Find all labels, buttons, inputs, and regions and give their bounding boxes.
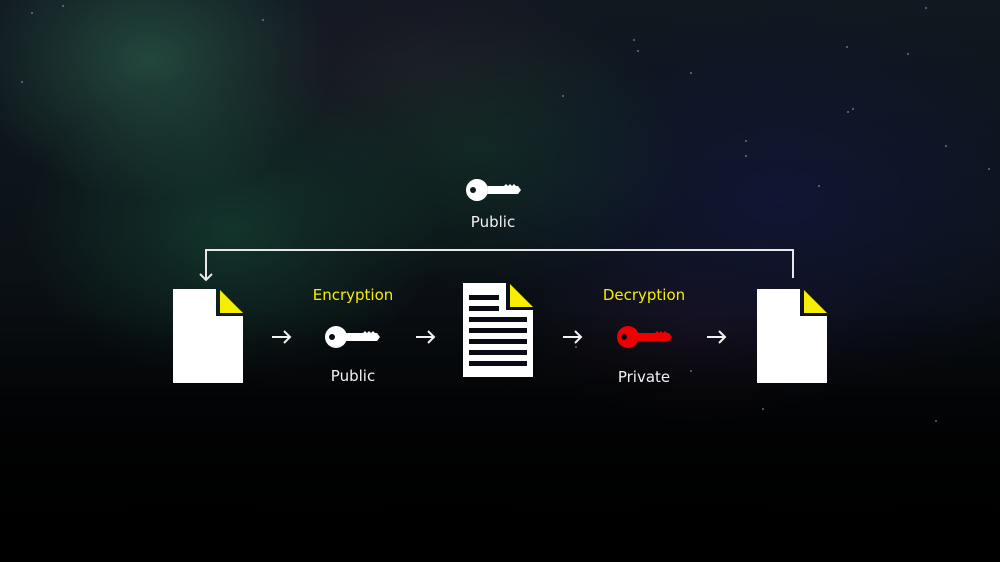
key-icon <box>466 178 521 202</box>
star <box>745 155 747 157</box>
star <box>852 108 854 110</box>
top-key-label: Public <box>470 213 516 231</box>
star <box>62 5 64 7</box>
star <box>847 111 849 113</box>
star <box>762 408 764 410</box>
star <box>907 53 909 55</box>
document-text-icon <box>463 283 533 377</box>
star <box>818 185 820 187</box>
star <box>637 50 639 52</box>
decryption-key-label: Private <box>617 368 671 386</box>
ciphertext-document <box>463 283 533 377</box>
star <box>945 145 947 147</box>
star <box>988 168 990 170</box>
encryption-public-key <box>325 326 381 348</box>
decrypted-document <box>757 289 827 383</box>
feedback-connector-line <box>205 249 794 251</box>
arrow-right-icon <box>706 329 728 345</box>
encryption-key-label: Public <box>330 367 376 385</box>
decryption-private-key <box>617 326 673 348</box>
star <box>690 370 692 372</box>
star <box>935 420 937 422</box>
arrow-right-icon <box>562 329 584 345</box>
arrow-right-icon <box>271 329 293 345</box>
star <box>562 95 564 97</box>
arrow-right-icon <box>415 329 437 345</box>
key-icon <box>617 326 672 348</box>
star <box>31 12 33 14</box>
key-icon <box>325 326 380 348</box>
star <box>846 46 848 48</box>
star <box>745 140 747 142</box>
document-blank-icon <box>757 289 827 383</box>
star <box>690 72 692 74</box>
star <box>925 7 927 9</box>
encryption-label: Encryption <box>312 286 394 304</box>
star <box>575 346 577 348</box>
feedback-connector-right <box>792 249 794 278</box>
star <box>21 81 23 83</box>
feedback-connector-left <box>205 249 207 279</box>
down-arrow-icon <box>198 268 214 282</box>
top-public-key <box>466 178 522 202</box>
decryption-label: Decryption <box>602 286 686 304</box>
star <box>633 39 635 41</box>
star <box>262 19 264 21</box>
plaintext-document <box>173 289 243 383</box>
document-blank-icon <box>173 289 243 383</box>
